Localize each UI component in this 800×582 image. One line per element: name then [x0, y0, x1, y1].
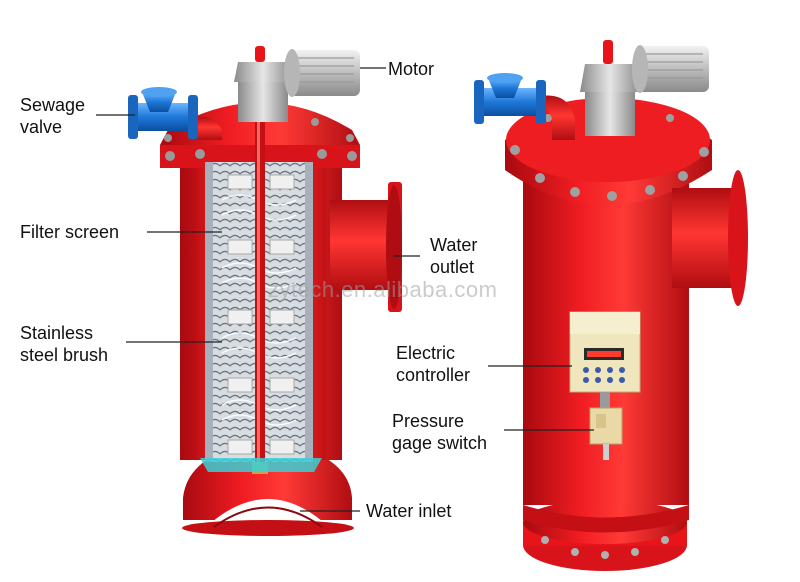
motor [284, 49, 360, 97]
label-water-inlet: Water inlet [366, 501, 452, 521]
motor-right [632, 45, 709, 93]
label-filter-screen: Filter screen [20, 222, 120, 242]
label-water-outlet-line1: Water [430, 235, 478, 255]
label-water-outlet-line2: outlet [430, 257, 475, 277]
label-controller-line1: Electric [396, 343, 456, 363]
label-brush-line1: Stainless [20, 323, 94, 343]
watermark: zytech.en.alibaba.com [268, 277, 498, 302]
label-controller-line2: controller [396, 365, 471, 385]
external-filter [474, 40, 748, 571]
label-sewage-valve-line1: Sewage [20, 95, 86, 115]
motor-mount [238, 82, 288, 122]
label-sewage-valve-line2: valve [20, 117, 63, 137]
label-pressure-line2: gage switch [392, 433, 488, 453]
label-brush-line2: steel brush [20, 345, 109, 365]
label-pressure-line1: Pressure [392, 411, 465, 431]
leader-lines [96, 67, 594, 512]
cutaway-filter [128, 46, 402, 536]
outlet-pipe-right [672, 188, 738, 288]
label-motor: Motor [388, 59, 435, 79]
sewage-valve-right [474, 73, 575, 140]
pressure-gage-switch [589, 392, 623, 460]
sewage-valve [128, 87, 222, 140]
electric-controller [569, 311, 641, 393]
